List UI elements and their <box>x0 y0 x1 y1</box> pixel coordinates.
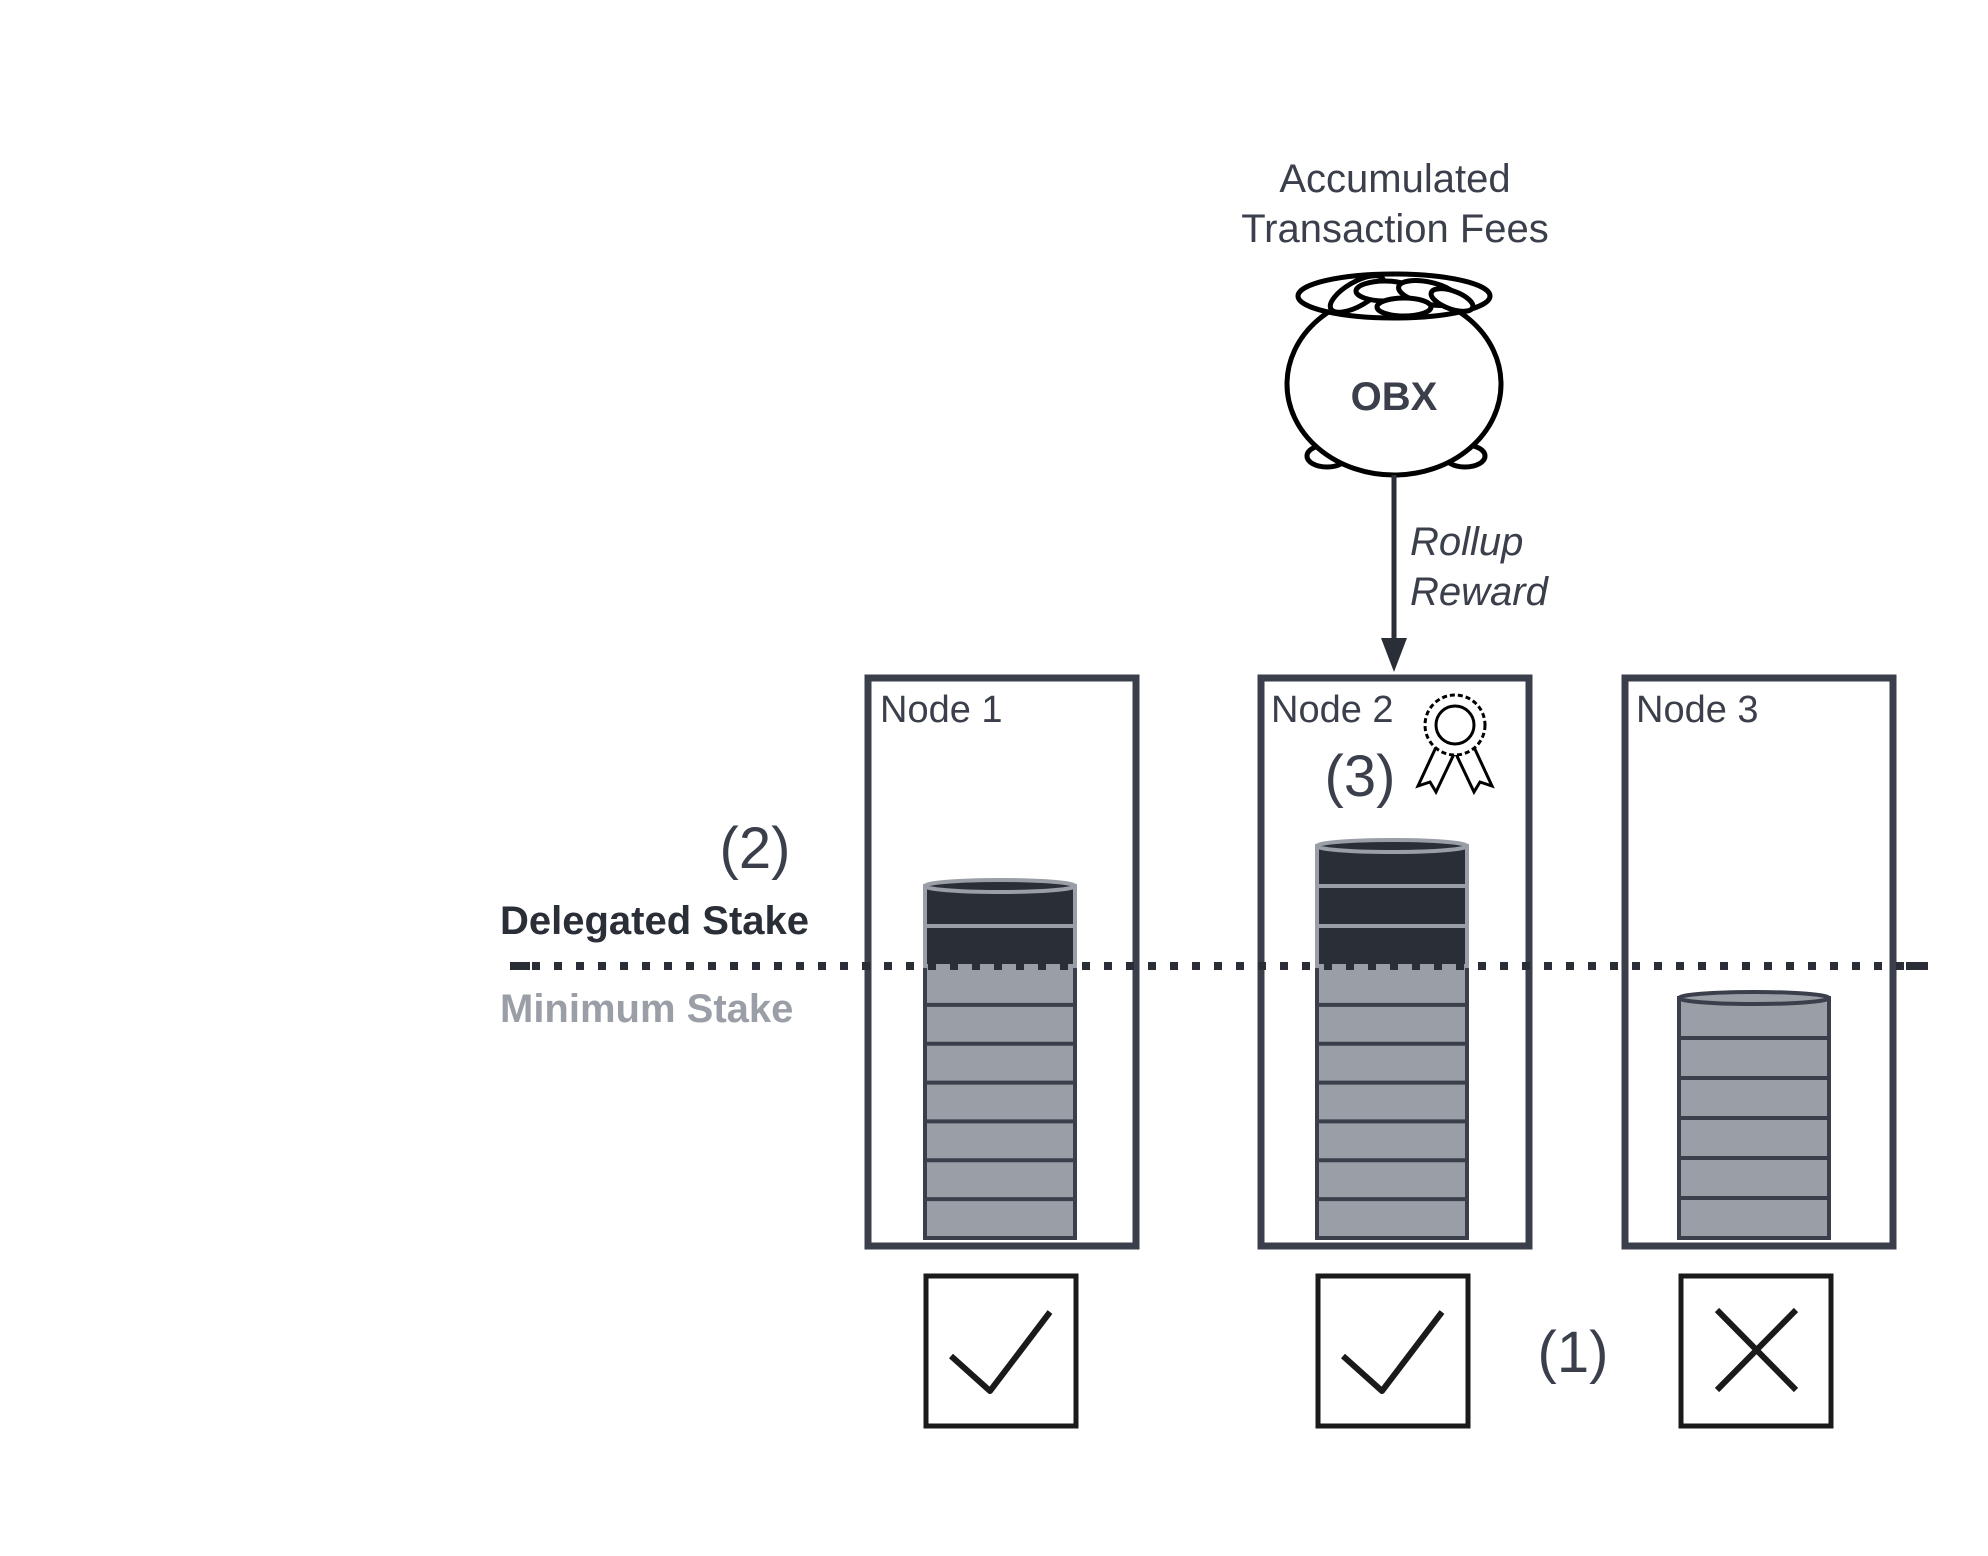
minimum-stake-label: Minimum Stake <box>500 987 793 1031</box>
marker-1: (1) <box>1538 1320 1609 1385</box>
minimum-stake-coins <box>1315 964 1469 1240</box>
delegated-stake-label: Delegated Stake <box>500 899 809 943</box>
node-3-status-cross <box>1678 1273 1834 1429</box>
reward-arrow-label-line1: Rollup <box>1410 520 1523 564</box>
check-icon <box>1340 1310 1445 1394</box>
marker-3: (3) <box>1325 744 1396 809</box>
node-3-coin-stack <box>1677 990 1831 1240</box>
node-2-coin-stack <box>1315 838 1469 1240</box>
node-1-status-check <box>923 1273 1079 1429</box>
pot-of-coins-icon <box>1284 271 1504 478</box>
cross-icon <box>1714 1307 1799 1393</box>
delegated-stake-coins <box>1315 844 1469 968</box>
pot-label: OBX <box>1351 375 1438 419</box>
check-icon <box>948 1310 1053 1394</box>
node-2-label: Node 2 <box>1271 689 1394 731</box>
node-1-label: Node 1 <box>880 689 1003 731</box>
pot-title-line2: Transaction Fees <box>1241 207 1549 251</box>
reward-arrow <box>1381 475 1407 672</box>
coin-stacks <box>923 838 1831 1240</box>
coin-stack-top <box>1315 838 1469 854</box>
minimum-stake-coins <box>923 964 1077 1240</box>
pot-title-line1: Accumulated <box>1279 157 1510 201</box>
reward-arrow-label-line2: Reward <box>1410 570 1550 614</box>
marker-2: (2) <box>720 816 791 881</box>
coin-stack-top <box>923 878 1077 894</box>
node-3-label: Node 3 <box>1636 689 1759 731</box>
coin-stack-top <box>1677 990 1831 1006</box>
node-1-coin-stack <box>923 878 1077 1240</box>
node-3-box: Node 3 <box>1621 674 1897 1250</box>
node-2-status-check <box>1315 1273 1471 1429</box>
award-ribbon-icon <box>1415 693 1495 796</box>
